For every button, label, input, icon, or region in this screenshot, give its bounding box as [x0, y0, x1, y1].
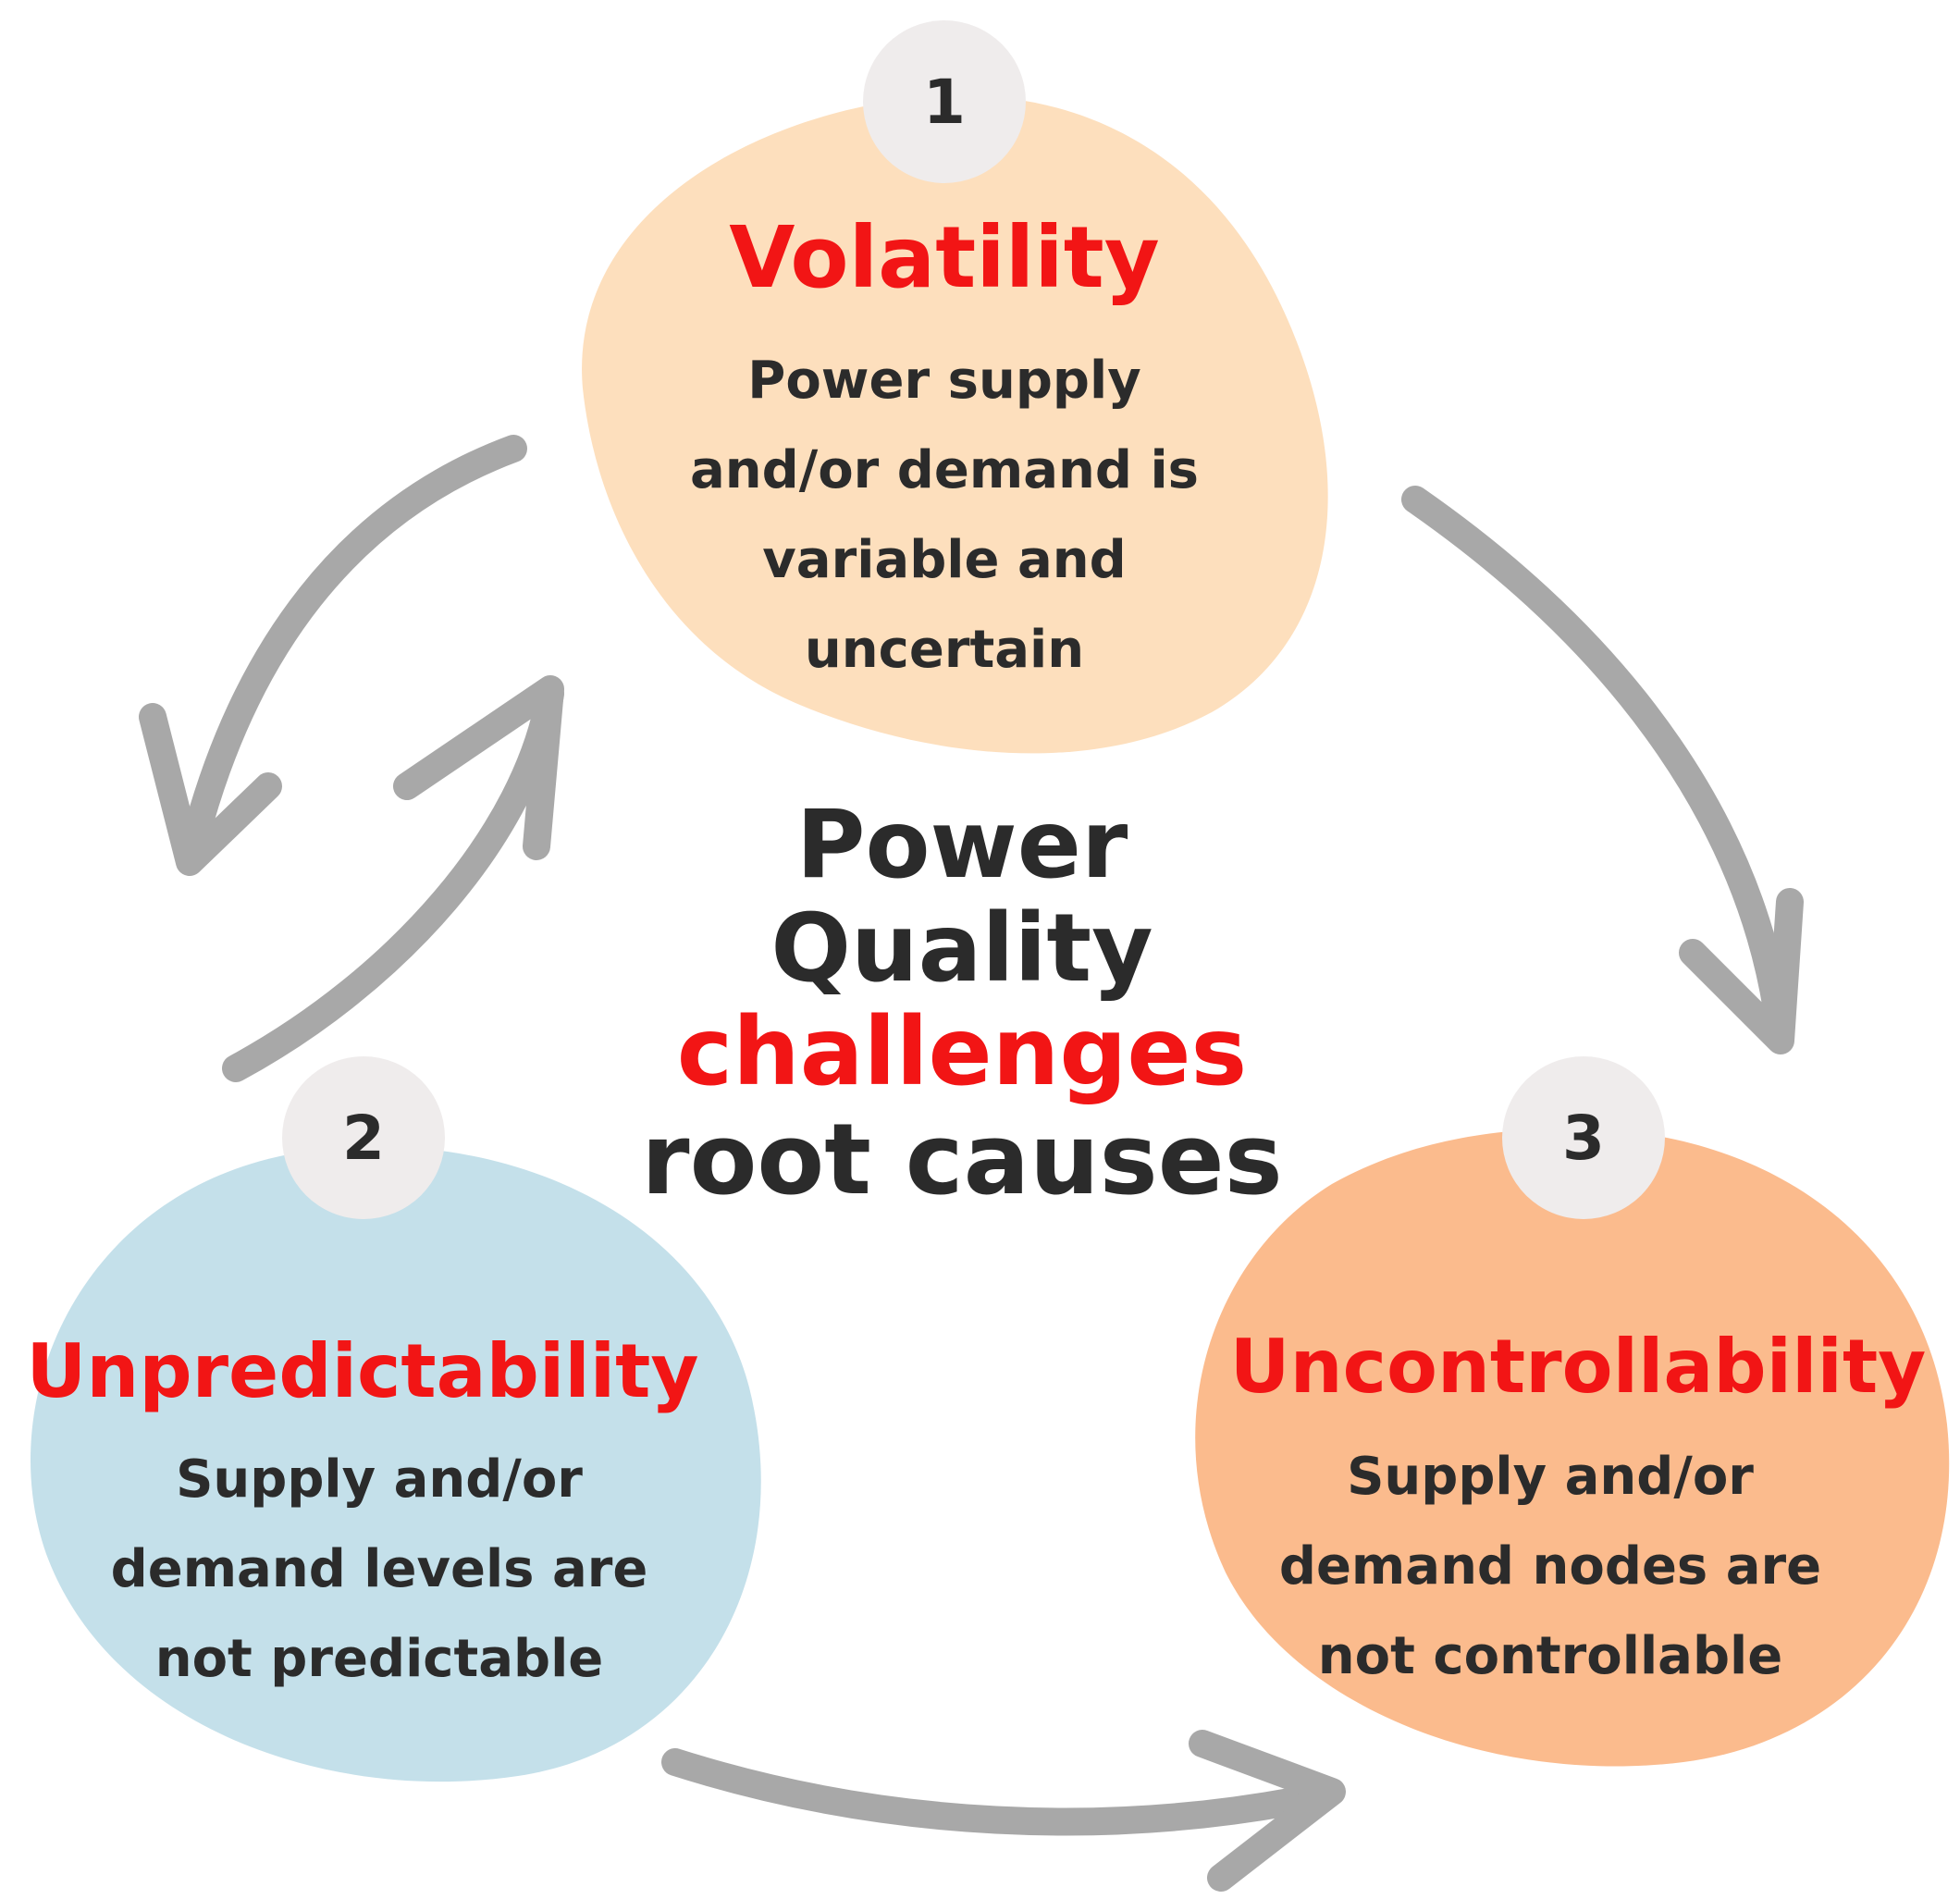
uncontrollability-blob [1195, 1128, 1950, 1767]
arrow-unpredictability-to-volatility [222, 675, 564, 1082]
badge-2-number: 2 [342, 1103, 385, 1174]
unpredictability-blob [30, 1146, 761, 1782]
volatility-line-1: Power supply [747, 351, 1140, 411]
center-line-power: Power [796, 790, 1128, 900]
badge-3 [1502, 1056, 1665, 1219]
arrow-volatility-to-unpredictability [139, 435, 527, 876]
volatility-blob [582, 95, 1328, 754]
volatility-line-2: and/or demand is [690, 440, 1199, 500]
cause-volatility: 1 Volatility Power supply and/or demand … [582, 20, 1328, 754]
arrow-unpredictability-to-uncontrollability [661, 1730, 1346, 1892]
unpredictability-line-1: Supply and/or [176, 1449, 583, 1510]
unpredictability-line-3: not predictable [155, 1629, 604, 1689]
badge-1-number: 1 [923, 67, 966, 138]
unpredictability-title: Unpredictability [26, 1328, 698, 1414]
center-line-quality: Quality [770, 894, 1153, 1004]
center-line-challenges: challenges [677, 997, 1248, 1107]
unpredictability-line-2: demand levels are [111, 1539, 648, 1599]
volatility-title: Volatility [729, 208, 1160, 307]
volatility-line-3: variable and [762, 530, 1126, 590]
arrow-volatility-to-uncontrollability [1401, 486, 1804, 1054]
uncontrollability-line-3: not controllable [1318, 1626, 1782, 1686]
volatility-line-4: uncertain [805, 620, 1084, 680]
cause-uncontrollability: 3 Uncontrollability Supply and/or demand… [1195, 1056, 1950, 1767]
uncontrollability-line-1: Supply and/or [1347, 1447, 1754, 1507]
center-line-root-causes: root causes [641, 1103, 1282, 1216]
badge-2 [282, 1056, 445, 1219]
cause-unpredictability: 2 Unpredictability Supply and/or demand … [26, 1056, 761, 1782]
uncontrollability-title: Uncontrollability [1230, 1324, 1927, 1410]
uncontrollability-line-2: demand nodes are [1279, 1536, 1821, 1597]
center-title: Power Quality challenges root causes [641, 790, 1282, 1216]
badge-3-number: 3 [1562, 1103, 1605, 1174]
arrows [139, 435, 1804, 1892]
badge-1 [863, 20, 1026, 183]
